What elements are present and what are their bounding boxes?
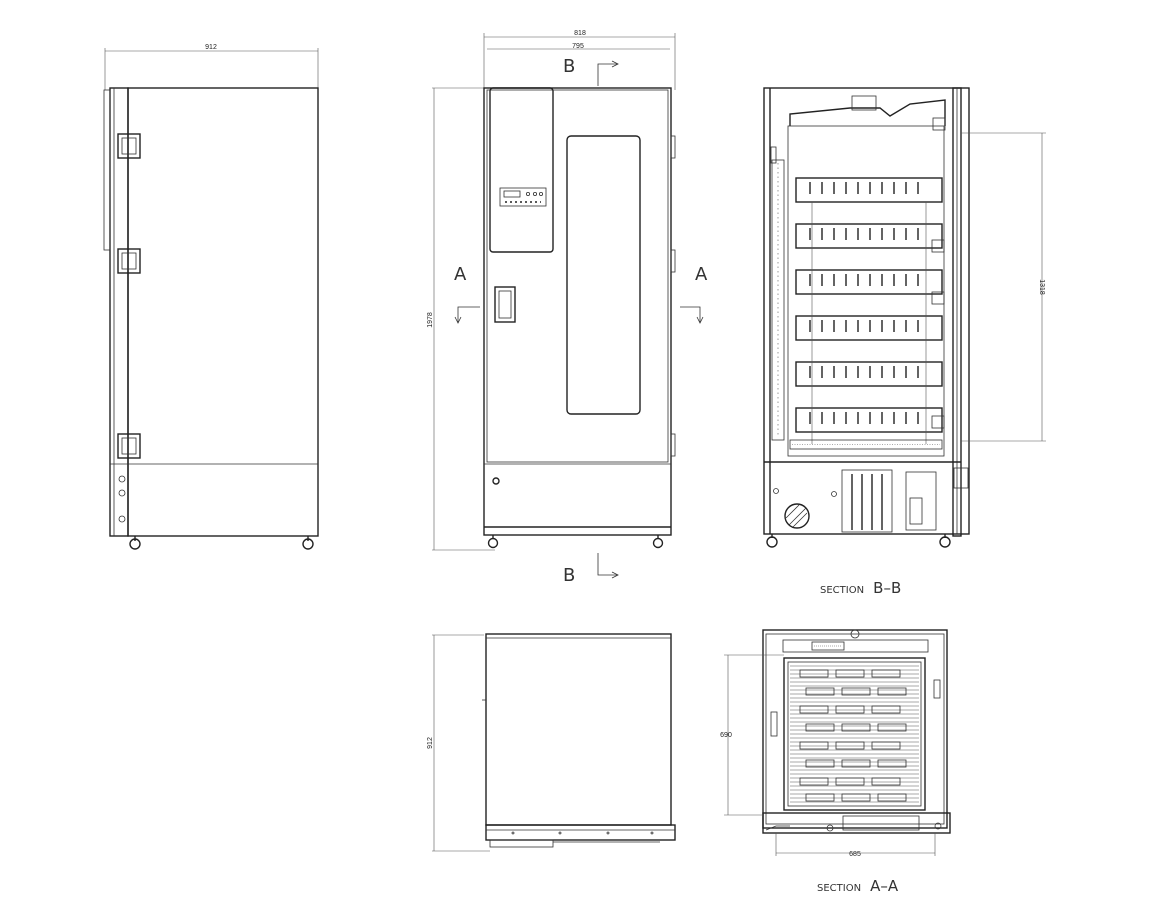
drawer-4 (795, 315, 943, 341)
dimension-front-outer: 818 (483, 30, 676, 90)
drawer-2 (795, 223, 943, 249)
door-window (566, 135, 641, 415)
door-handle (494, 286, 516, 323)
section-mark-a-left: A (454, 264, 467, 285)
dim-section-aa-depth-label: 690 (720, 732, 732, 739)
dimension-section-bb-height: 1318 (961, 132, 1046, 442)
section-mark-b-top: B (563, 56, 575, 77)
section-mark-a-right: A (695, 264, 708, 285)
caster-front-right (652, 535, 664, 549)
drawer-3 (795, 269, 943, 295)
dim-front-outer-label: 818 (574, 30, 586, 37)
caster-front-left (487, 535, 499, 549)
hinge-middle (117, 248, 141, 274)
caption-section-aa-prefix: SECTION (817, 883, 861, 894)
section-mark-b-bottom: B (563, 565, 575, 586)
caption-section-bb: SECTION B–B (820, 578, 901, 597)
storage-basket (783, 657, 926, 811)
dimension-height: 1978 (427, 87, 495, 551)
dim-section-bb-height-label: 1318 (1038, 279, 1045, 295)
top-view: 912 (427, 633, 676, 852)
dim-height-label: 1978 (427, 312, 434, 328)
control-panel (489, 87, 554, 253)
drawer-6 (795, 407, 943, 433)
dim-section-aa-width-label: 685 (849, 851, 861, 858)
caption-section-bb-prefix: SECTION (820, 585, 864, 596)
hinge-bottom (117, 433, 141, 459)
compressor-compartment (773, 467, 969, 533)
side-view: 912 (103, 44, 319, 550)
caption-section-aa-id: A–A (870, 877, 899, 895)
dimension-section-aa-width: 685 (775, 833, 936, 858)
caster-bb-left (766, 534, 778, 548)
caster-side-left (129, 536, 141, 550)
dimension-top-depth: 912 (427, 634, 490, 852)
dim-top-depth-label: 912 (427, 737, 434, 749)
dimension-front-inner: 795 (487, 43, 670, 50)
dim-side-width-label: 912 (205, 44, 217, 51)
dim-front-inner-label: 795 (572, 43, 584, 50)
bottom-grille (789, 439, 943, 450)
section-bb-view: 1318 (763, 87, 1046, 548)
front-view: 818 795 1978 B B A A (427, 30, 708, 586)
dimension-side-width: 912 (104, 44, 319, 90)
caster-bb-right (939, 534, 951, 548)
perforated-wall (771, 159, 785, 441)
caster-side-right (302, 536, 314, 550)
caption-section-bb-id: B–B (873, 579, 901, 597)
drawer-1 (795, 177, 943, 203)
section-aa-view: 690 685 (720, 629, 951, 858)
dimension-section-aa-depth: 690 (720, 654, 784, 816)
drawer-5 (795, 361, 943, 387)
hinge-top (117, 133, 141, 159)
caption-section-aa: SECTION A–A (817, 876, 899, 895)
